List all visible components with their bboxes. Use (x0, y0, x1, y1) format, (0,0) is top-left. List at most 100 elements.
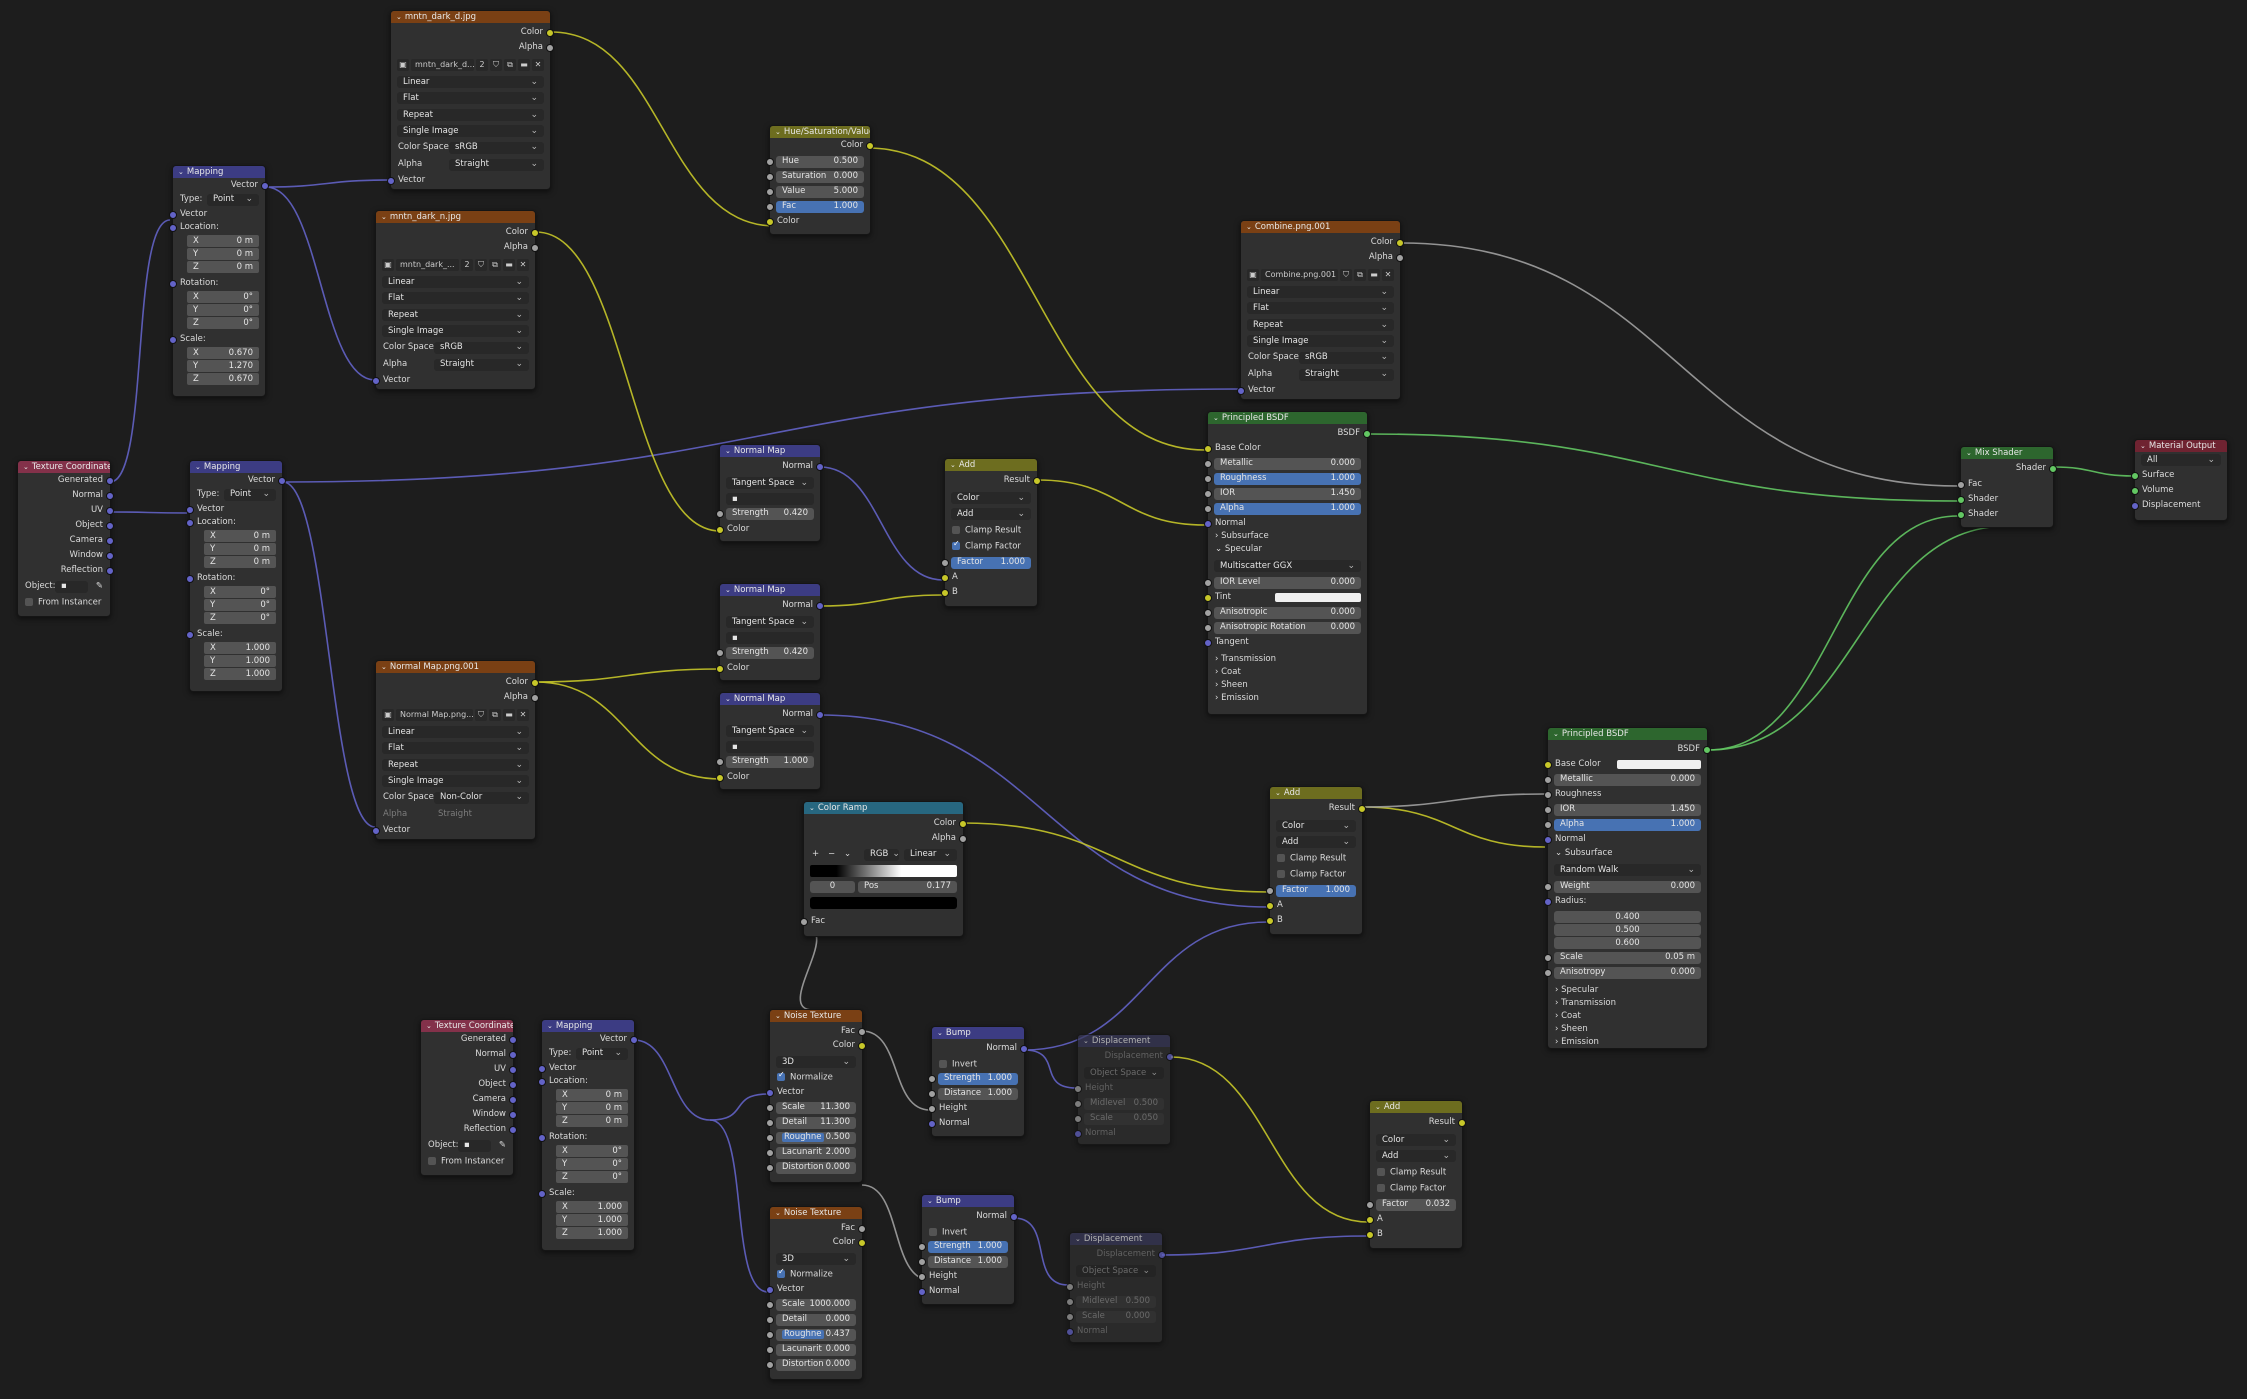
roughness-input-socket[interactable] (766, 1134, 774, 1142)
node-link-30[interactable] (1023, 1049, 1077, 1089)
node-link-20[interactable] (1707, 515, 1959, 751)
alpha-mode-dropdown[interactable]: Straight (1299, 368, 1394, 381)
mapping-type-dropdown[interactable]: Point (207, 193, 259, 206)
alpha-output-socket[interactable] (959, 835, 967, 843)
close-icon[interactable]: ✕ (517, 709, 529, 721)
node-header[interactable]: ⌄Normal Map (720, 584, 820, 596)
node-header[interactable]: ⌄mntn_dark_d.jpg (391, 11, 550, 23)
collapse-chevron-icon[interactable]: ⌄ (1075, 1234, 1081, 1243)
scale-input-socket[interactable] (1074, 1115, 1082, 1123)
object-picker-field[interactable]: ▪ (55, 580, 88, 593)
strength-input-socket[interactable] (918, 1243, 926, 1251)
camera-output-socket[interactable] (106, 537, 114, 545)
normalize-checkbox[interactable] (777, 1071, 785, 1081)
node-link-32[interactable] (1170, 1056, 1369, 1223)
tangent-input-socket[interactable] (1204, 639, 1212, 647)
result-output-socket[interactable] (1033, 477, 1041, 485)
clamp-result-checkbox[interactable] (1277, 854, 1285, 862)
texture-coordinate-node-2[interactable]: ⌄Texture Coordinate Generated Normal UV … (420, 1019, 517, 1176)
strength-input-socket[interactable] (716, 510, 724, 518)
collapse-chevron-icon[interactable]: ⌄ (426, 1021, 432, 1030)
detail-input-socket[interactable] (766, 1316, 774, 1324)
height-input-socket[interactable] (918, 1273, 926, 1281)
distance-input-socket[interactable] (928, 1090, 936, 1098)
open-folder-icon[interactable]: ▬ (1368, 269, 1380, 281)
normal-map-node-2[interactable]: ⌄Normal Map Normal Tangent Space ▪ Stren… (716, 583, 824, 681)
dimensions-dropdown[interactable]: 3D (776, 1253, 856, 1265)
collapse-chevron-icon[interactable]: ⌄ (381, 212, 387, 221)
node-link-1[interactable] (265, 186, 376, 381)
collapse-chevron-icon[interactable]: ⌄ (1375, 1102, 1381, 1111)
collapse-chevron-icon[interactable]: ⌄ (809, 803, 815, 812)
sheen-panel-toggle[interactable]: › Sheen (1215, 680, 1248, 691)
normal-output-socket[interactable] (509, 1051, 517, 1059)
normal-input-socket[interactable] (928, 1120, 936, 1128)
collapse-chevron-icon[interactable]: ⌄ (725, 694, 731, 703)
color-input-socket[interactable] (716, 665, 724, 673)
collapse-chevron-icon[interactable]: ⌄ (1213, 413, 1219, 422)
displacement-output-socket[interactable] (1166, 1053, 1174, 1061)
vector-input-socket[interactable] (186, 506, 194, 514)
interpolation-dropdown[interactable]: Linear (397, 76, 544, 88)
specular-panel-toggle[interactable]: ⌄ Specular (1215, 544, 1262, 555)
node-header[interactable]: ⌄mntn_dark_n.jpg (376, 211, 535, 223)
location-input-socket[interactable] (169, 224, 177, 232)
node-header[interactable]: ⌄Add (1270, 787, 1362, 799)
scale-input-socket[interactable] (1066, 1313, 1074, 1321)
data-type-dropdown[interactable]: Color (1376, 1134, 1456, 1146)
invert-checkbox[interactable] (939, 1060, 947, 1068)
normal-input-socket[interactable] (918, 1288, 926, 1296)
radius-x-field[interactable]: 0.400 (1554, 911, 1701, 923)
vector-input-socket[interactable] (387, 177, 395, 185)
coat-panel-toggle[interactable]: › Coat (1215, 667, 1241, 678)
scale-input-socket[interactable] (186, 631, 194, 639)
color-output-socket[interactable] (531, 229, 539, 237)
node-link-3[interactable] (109, 511, 188, 514)
extension-dropdown[interactable]: Repeat (382, 309, 529, 321)
vector-input-socket[interactable] (1237, 387, 1245, 395)
rotation-input-socket[interactable] (169, 280, 177, 288)
fac-input-socket[interactable] (766, 203, 774, 211)
node-link-12[interactable] (535, 681, 721, 780)
height-input-socket[interactable] (1074, 1085, 1082, 1093)
add-stop-icon[interactable]: + (812, 849, 820, 860)
vector-output-socket[interactable] (261, 182, 269, 190)
projection-dropdown[interactable]: Flat (397, 92, 544, 104)
radius-z-field[interactable]: 0.600 (1554, 937, 1701, 949)
remove-stop-icon[interactable]: − (828, 849, 836, 860)
color-space-dropdown[interactable]: sRGB (449, 141, 544, 154)
node-header[interactable]: ⌄Noise Texture (770, 1010, 862, 1022)
transmission-panel-toggle[interactable]: › Transmission (1555, 998, 1617, 1009)
collapse-chevron-icon[interactable]: ⌄ (725, 585, 731, 594)
node-header[interactable]: ⌄Bump (932, 1027, 1024, 1039)
color-output-socket[interactable] (858, 1042, 866, 1050)
b-input-socket[interactable] (1266, 917, 1274, 925)
node-link-6[interactable] (550, 31, 776, 227)
normal-map-node-3[interactable]: ⌄Normal Map Normal Tangent Space ▪ Stren… (716, 692, 824, 790)
vector-input-socket[interactable] (766, 1286, 774, 1294)
collapse-chevron-icon[interactable]: ⌄ (1246, 222, 1252, 231)
duplicate-icon[interactable]: ⧉ (489, 259, 501, 271)
collapse-chevron-icon[interactable]: ⌄ (178, 167, 184, 176)
